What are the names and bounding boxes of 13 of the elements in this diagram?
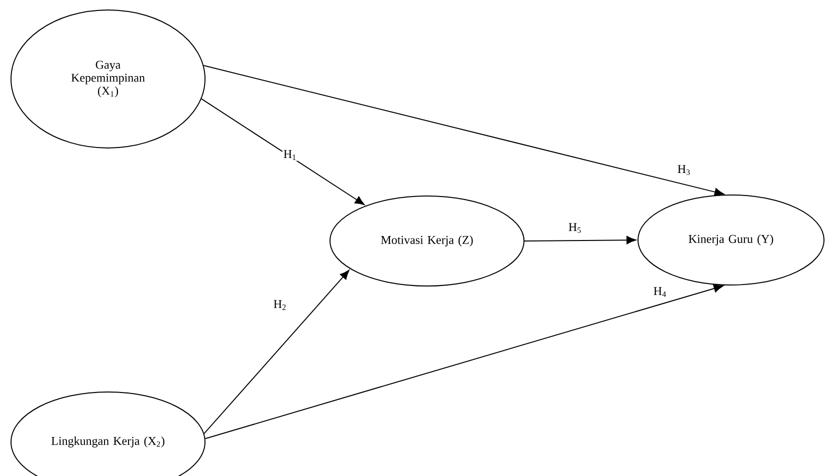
arrow <box>204 270 350 434</box>
ellipse-node: Gaya Kepemimpinan (X$_{1}$) <box>10 10 206 148</box>
arrow <box>524 236 636 244</box>
ellipse-node: Motivasi Kerja (Z) <box>330 196 524 286</box>
arrow <box>200 98 365 206</box>
edge-label: H$_{4}$ <box>652 286 668 298</box>
edge-label: H$_{3}$ <box>676 164 692 176</box>
arrow <box>203 65 724 196</box>
edge-label: H$_{2}$ <box>272 299 288 311</box>
edge-label: H$_{5}$ <box>567 222 583 234</box>
edge-label: H$_{1}$ <box>282 149 298 161</box>
ellipse-node: Kinerja Guru (Y) <box>638 194 824 286</box>
arrow <box>204 284 724 440</box>
